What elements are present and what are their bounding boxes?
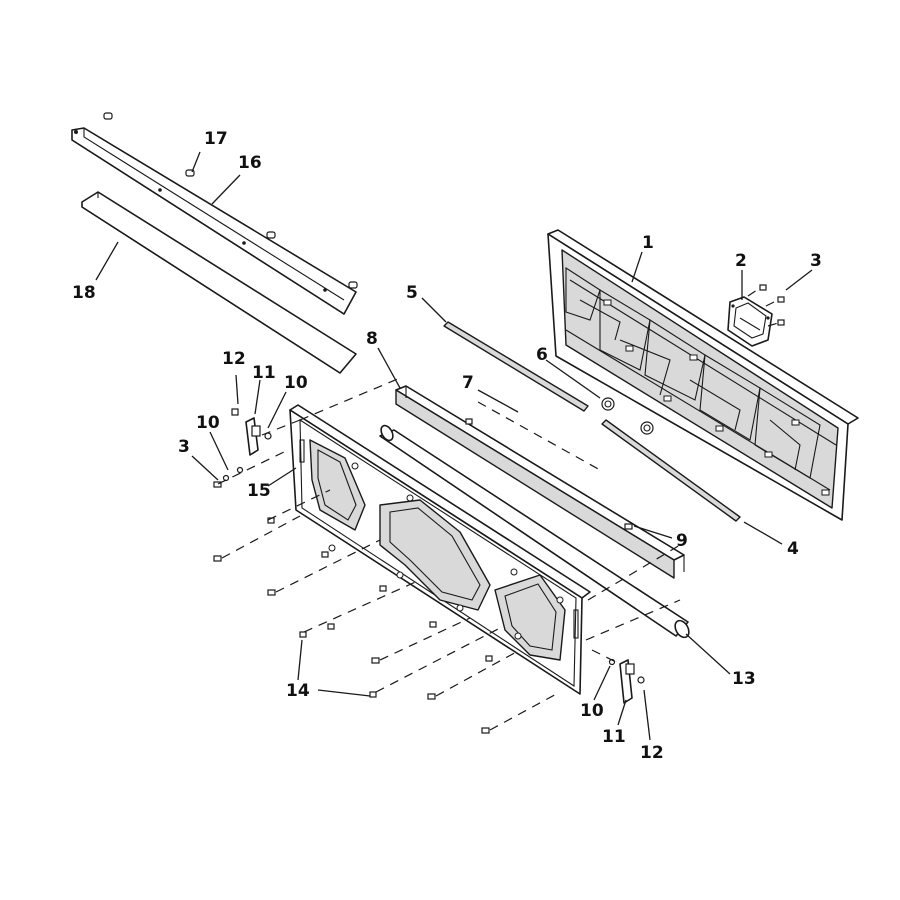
callout-1: 1	[642, 233, 654, 253]
callout-14: 14	[286, 681, 310, 701]
callout-11: 11	[602, 727, 626, 747]
part-1-outer-shell	[547, 229, 859, 521]
latch-right	[591, 649, 645, 704]
callout-7: 7	[462, 373, 474, 393]
callout-6: 6	[536, 345, 548, 365]
callout-3: 3	[810, 251, 822, 271]
callout-12: 12	[222, 349, 246, 369]
callout-12: 12	[640, 743, 664, 763]
callout-9: 9	[676, 531, 688, 551]
part-3-screws-handle	[747, 284, 785, 327]
callouts: 1 2 3 3 4 5 6 7 8 9 10 10 10 11 11 12 12…	[72, 129, 822, 763]
leader-lines	[95, 151, 813, 741]
latch-left	[213, 408, 301, 488]
part-13-tube	[379, 424, 690, 639]
callout-8: 8	[366, 329, 378, 349]
part-4-lower-seal	[601, 419, 741, 522]
callout-13: 13	[732, 669, 756, 689]
callout-10: 10	[284, 373, 308, 393]
callout-4: 4	[787, 539, 799, 559]
part-17-screws	[103, 112, 358, 289]
part-15-inner-panel	[289, 404, 591, 695]
part-14-screws	[213, 517, 493, 734]
callout-16: 16	[238, 153, 262, 173]
callout-10: 10	[196, 413, 220, 433]
callout-11: 11	[252, 363, 276, 383]
callout-5: 5	[406, 283, 418, 303]
callout-18: 18	[72, 283, 96, 303]
part-8-channel-bar	[395, 385, 685, 579]
callout-17: 17	[204, 129, 228, 149]
callout-10: 10	[580, 701, 604, 721]
part-2-handle-bezel	[727, 296, 773, 347]
part-5-upper-seal	[443, 321, 589, 412]
callout-15: 15	[247, 481, 271, 501]
part-6-grommets	[601, 397, 654, 435]
part-16-top-cap	[71, 127, 357, 315]
callout-2: 2	[735, 251, 747, 271]
part-18-filler-strip	[81, 191, 357, 374]
assembly-lines	[221, 377, 681, 731]
part-9-screw	[465, 418, 633, 530]
callout-3: 3	[178, 437, 190, 457]
